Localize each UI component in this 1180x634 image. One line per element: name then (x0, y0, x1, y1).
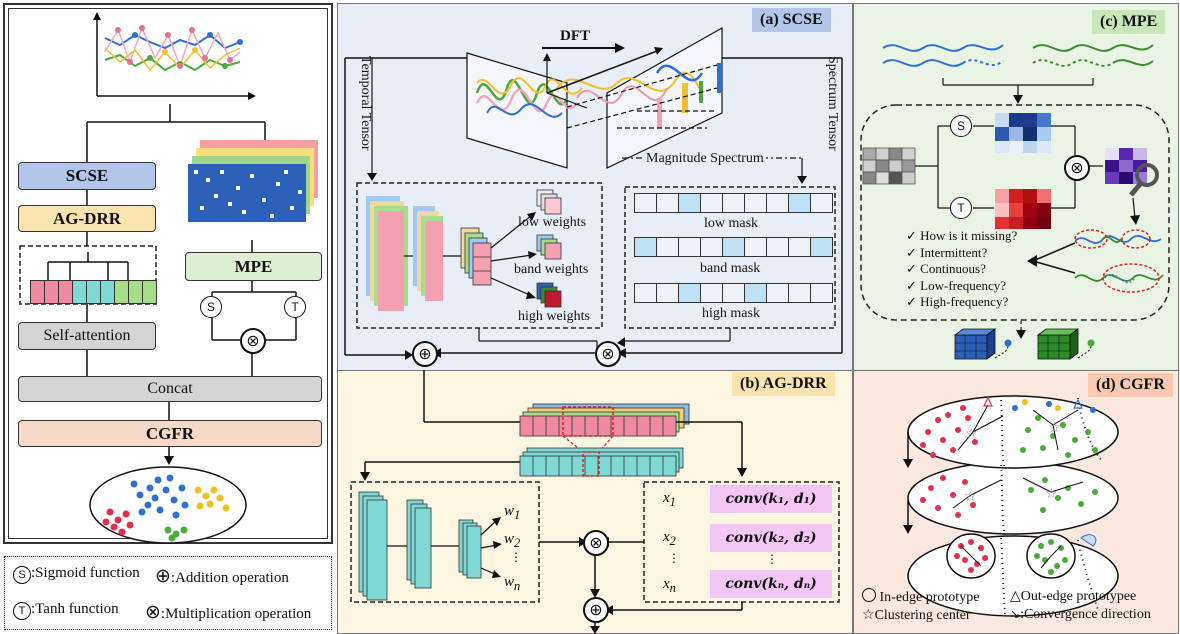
legend-addition: ⊕:Addition operation (155, 565, 289, 587)
overview-diagram (19, 12, 318, 544)
overview-agdrr-box: AG-DRR (18, 205, 156, 232)
high-mask-label: high mask (702, 306, 760, 321)
temporal-tensor-label: Temporal Tensor (358, 56, 373, 151)
legend-sigmoid: S :Sigmoid function (13, 565, 140, 584)
low-weights-label: low weights (518, 215, 587, 230)
svg-text:☆: ☆ (1048, 420, 1061, 436)
input-xn: xn (663, 576, 676, 595)
high-weights-label: high weights (518, 309, 590, 324)
spectrum-tensor-label: Spectrum Tensor (825, 56, 840, 151)
conv-block-n: conv(kₙ, dₙ) (710, 570, 832, 598)
overview-self-attention-box: Self-attention (18, 322, 156, 350)
legend-in-edge: In-edge prototype (862, 588, 979, 606)
conv-dots: ⋮ (766, 552, 778, 566)
mpe-question-4: ✓ Low-frequency? (906, 277, 1007, 293)
conv-block-1: conv(k₁, d₁) (710, 485, 832, 513)
low-mask-row (634, 193, 833, 213)
weight-w2: w2 (504, 531, 521, 550)
mpe-questions: ✓ How is it missing? ✓ Intermittent? ✓ C… (906, 228, 1017, 311)
svg-text:☆: ☆ (964, 489, 977, 505)
legend-tanh: T :Tanh function (13, 601, 119, 620)
high-mask-row (634, 283, 833, 303)
circle-icon (862, 588, 876, 602)
overview-multiply-op: ⊗ (240, 328, 266, 354)
agdrr-addition-op: ⊕ (583, 597, 609, 623)
scse-multiply-op: ⊗ (595, 341, 621, 367)
weight-w1: w1 (504, 503, 521, 522)
mpe-question-5: ✓ High-frequency? (906, 294, 1009, 309)
overview-cgfr-box: CGFR (18, 420, 322, 447)
input-x2: x2 (663, 529, 676, 548)
band-mask-row (634, 237, 833, 257)
mpe-multiply-op: ⊗ (1064, 155, 1090, 181)
overview-sigmoid-symbol: S (200, 296, 222, 318)
magnitude-spectrum-label: Magnitude Spectrum (644, 151, 766, 167)
band-weights-label: band weights (514, 262, 589, 277)
legend-box: S :Sigmoid function ⊕:Addition operation… (4, 556, 332, 630)
input-x1: x1 (663, 490, 676, 509)
mpe-question-2: ✓ Intermittent? (906, 244, 988, 260)
scse-panel-title: (a) SCSE (752, 8, 831, 32)
mpe-question-1: ✓ How is it missing? (906, 228, 1018, 243)
overview-tanh-symbol: T (284, 296, 306, 318)
band-mask-label: band mask (700, 261, 761, 276)
mpe-tanh-symbol: T (950, 197, 972, 219)
star-icon: ☆ (862, 607, 875, 623)
scse-panel (337, 3, 853, 371)
svg-text:☆: ☆ (965, 426, 978, 442)
agdrr-multiply-op: ⊗ (583, 530, 609, 556)
overview-concat-box: Concat (18, 376, 322, 402)
scse-addition-op: ⊕ (412, 341, 438, 367)
arrow-icon: ↘ (1010, 607, 1021, 621)
overview-mpe-box: MPE (185, 252, 322, 281)
low-mask-label: low mask (704, 216, 759, 231)
mpe-panel-title: (c) MPE (1092, 10, 1166, 34)
weight-wn: wn (504, 574, 521, 593)
weight-dots: ⋮ (510, 550, 522, 564)
input-dots: ⋮ (668, 551, 680, 565)
dft-label: DFT (560, 28, 590, 44)
cgfr-panel-title: (d) CGFR (1088, 373, 1173, 397)
mpe-sigmoid-symbol: S (950, 115, 972, 137)
overview-scse-box: SCSE (18, 162, 156, 190)
svg-text:☆: ☆ (1045, 486, 1058, 502)
legend-convergence: ↘:Convergence direction (1010, 607, 1151, 622)
mpe-question-3: ✓ Continuous? (906, 261, 986, 276)
conv-block-2: conv(k₂, d₂) (710, 524, 832, 552)
legend-out-edge: △Out-edge prototypee (1010, 588, 1137, 604)
agdrr-panel-title: (b) AG-DRR (732, 372, 835, 396)
cgfr-diagram: ☆ ☆ ☆ ☆ (903, 395, 1119, 617)
triangle-icon: △ (1010, 588, 1021, 604)
legend-multiplication: ⊗:Multiplication operation (145, 601, 312, 623)
legend-clustering: ☆Clustering center (862, 607, 971, 623)
scse-diagram (344, 26, 843, 360)
overview-sequence-cells (30, 280, 157, 304)
agdrr-diagram (350, 370, 840, 634)
mpe-diagram (860, 44, 1170, 360)
